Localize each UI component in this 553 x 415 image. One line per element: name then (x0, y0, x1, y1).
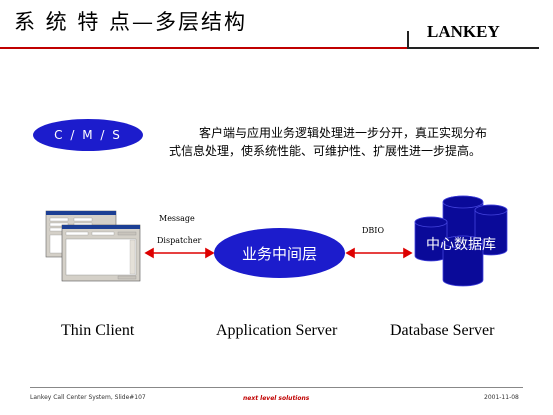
dbio-label: DBIO (362, 226, 385, 235)
dispatcher-label: Dispatcher (157, 236, 202, 245)
database-server-label: Database Server (390, 322, 495, 339)
application-server-label: Application Server (216, 322, 338, 339)
header-rule-divider (407, 31, 409, 49)
description-text: 客户端与应用业务逻辑处理进一步分开，真正实现分布式信息处理，使系统性能、可维护性… (169, 126, 488, 158)
central-database-label: 中心数据库 (426, 237, 496, 253)
cms-pill: C / M / S (33, 119, 143, 151)
footer-date: 2001-11-08 (484, 394, 519, 401)
footer-rule (30, 387, 523, 388)
footer-tagline: next level solutions (243, 395, 310, 402)
header-rule-dark (408, 47, 539, 49)
brand-logo-text: LANKEY (427, 22, 500, 41)
slide-title: 系 统 特 点—多层结构 (14, 10, 248, 34)
middle-tier-node: 业务中间层 (214, 228, 345, 278)
footer-left-text: Lankey Call Center System, Slide#107 (30, 394, 146, 401)
thin-client-label: Thin Client (61, 322, 135, 339)
message-label: Message (159, 214, 195, 223)
client-screenshot-icon (45, 210, 141, 282)
database-cylinders-icon (414, 195, 508, 287)
header-rule-red (0, 47, 408, 49)
